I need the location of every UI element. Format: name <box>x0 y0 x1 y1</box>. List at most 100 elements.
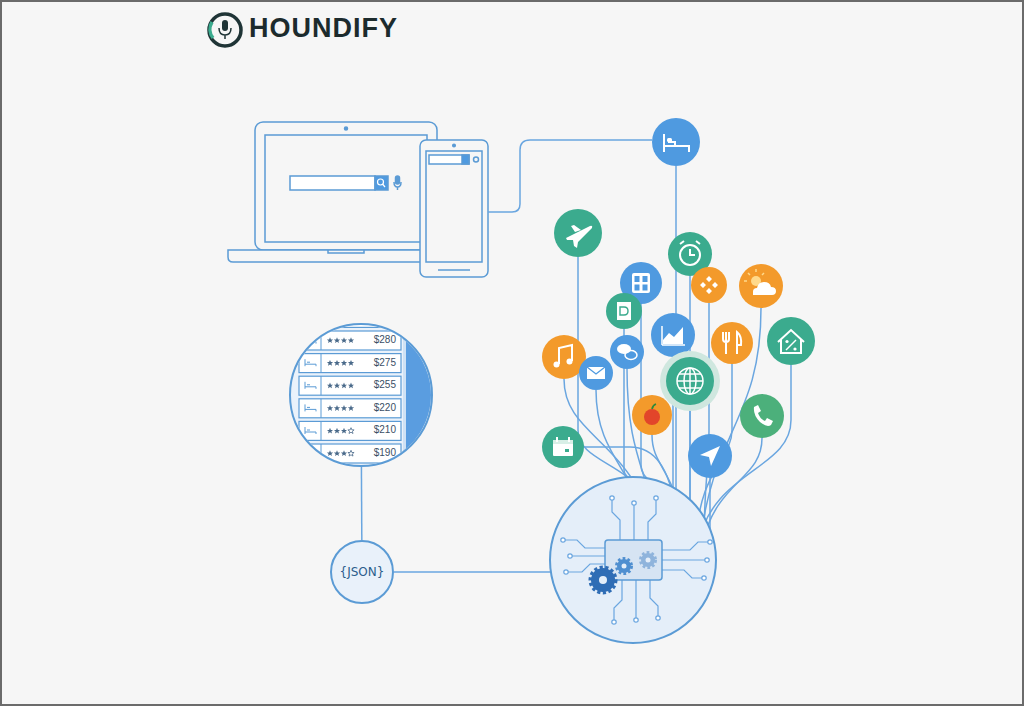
icon-disc <box>610 335 644 369</box>
home-icon <box>767 317 815 365</box>
star <box>334 383 340 389</box>
bubble-symbol <box>617 344 631 354</box>
trace-end <box>632 501 636 505</box>
star-ratings <box>327 315 354 456</box>
laptop-notch <box>328 250 364 253</box>
bed-symbol <box>305 404 316 411</box>
globe-symbol <box>677 368 703 394</box>
cutlery-symbol <box>723 332 741 354</box>
star <box>327 360 333 366</box>
logo-ring <box>209 14 241 46</box>
star <box>327 383 333 389</box>
trace <box>662 570 702 578</box>
apple-stem <box>652 404 656 409</box>
apple-symbol <box>644 409 660 425</box>
globe-grid <box>677 368 703 394</box>
gear-hole <box>622 564 627 569</box>
chart-axes <box>662 326 685 345</box>
star <box>341 360 347 366</box>
scroll-edge <box>403 320 406 470</box>
star <box>334 405 340 411</box>
gear <box>617 559 631 573</box>
star <box>348 405 354 411</box>
sun-rays <box>744 269 764 281</box>
price-cell: $220 <box>369 397 399 420</box>
navigation-icon <box>688 434 732 478</box>
icon-disc <box>652 118 700 166</box>
star <box>348 360 354 366</box>
note-symbol <box>559 345 572 364</box>
star <box>327 405 333 411</box>
bed-symbol <box>305 427 316 434</box>
star <box>341 337 347 343</box>
gear-symbols <box>591 553 655 592</box>
star <box>348 383 354 389</box>
note-head <box>567 359 573 365</box>
restaurant-icon <box>711 322 753 364</box>
icon-halo <box>660 351 720 411</box>
star <box>334 428 340 434</box>
search-glyph <box>383 184 386 187</box>
mail-icon <box>579 356 613 390</box>
star <box>327 315 333 321</box>
star <box>334 315 340 321</box>
trace-end <box>561 538 565 542</box>
call-icon <box>740 394 784 438</box>
row-dividers <box>321 308 322 463</box>
icon-disc <box>651 313 695 357</box>
calculator-body <box>632 273 650 293</box>
bed-symbol <box>305 359 316 366</box>
engine-circle <box>550 477 716 643</box>
star <box>334 450 340 456</box>
wire <box>394 571 550 573</box>
bed-symbol <box>664 134 689 152</box>
calendar-rings <box>557 437 569 442</box>
star <box>334 337 340 343</box>
wire <box>488 140 652 212</box>
trace <box>648 500 656 540</box>
icon-disc <box>767 317 815 365</box>
envelope-symbol <box>587 367 605 379</box>
app-icons <box>542 118 815 478</box>
arrow-symbol <box>700 446 720 466</box>
wire <box>704 303 709 545</box>
icon-disc <box>542 426 584 468</box>
search-bar <box>429 155 469 164</box>
logo-mark <box>209 14 241 46</box>
stocks-icon <box>651 313 695 357</box>
logo-accent <box>210 22 213 38</box>
star <box>341 450 347 456</box>
trace-end <box>708 540 712 544</box>
trace <box>635 580 636 618</box>
star <box>341 428 347 434</box>
handset-symbol <box>754 405 773 426</box>
trace <box>662 559 705 560</box>
price-cell: $275 <box>369 352 399 375</box>
search-bar <box>290 176 375 190</box>
bed-symbol <box>305 337 316 344</box>
phone-body <box>420 140 488 277</box>
pillow <box>667 138 672 142</box>
mic-symbol <box>396 176 400 184</box>
gear-hole <box>646 558 651 563</box>
camera-dot <box>345 127 348 130</box>
star <box>341 383 347 389</box>
trace-end <box>656 616 660 620</box>
gear-hole <box>599 576 607 584</box>
star <box>327 337 333 343</box>
chip <box>605 540 662 580</box>
bed-symbols <box>305 314 316 457</box>
mic-symbol <box>474 157 479 162</box>
home-bar <box>438 269 470 271</box>
brand-title: HOUNDIFY <box>249 13 398 44</box>
star <box>327 450 333 456</box>
icon-disc <box>632 395 672 435</box>
weather-icon <box>739 264 783 308</box>
percent-symbol <box>785 340 788 343</box>
calendar-day <box>565 449 569 452</box>
trace-end <box>705 558 709 562</box>
trace-end <box>654 496 658 500</box>
